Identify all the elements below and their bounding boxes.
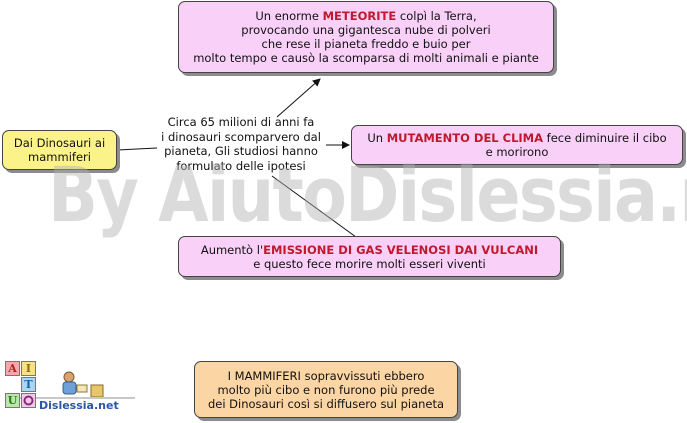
node-center-line-2: i dinosauri scomparvero dal: [161, 129, 321, 144]
logo-block-a: A: [5, 361, 20, 376]
node-title-line-1: Dai Dinosauri ai: [13, 136, 106, 150]
logo-art: [7, 371, 135, 399]
logo-block-u: U: [5, 393, 20, 408]
vulcani-text-pre: Aumentò l': [200, 242, 264, 257]
meteorite-keyword: METEORITE: [322, 9, 397, 23]
clima-keyword: MUTAMENTO DEL CLIMA: [386, 131, 544, 145]
node-clima[interactable]: Un MUTAMENTO DEL CLIMA fece diminuire il…: [351, 125, 683, 165]
node-meteorite-line-2: provocando una gigantesca nube di polver…: [241, 23, 491, 37]
node-center-line-3: pianeta, Gli studiosi hanno: [164, 144, 318, 158]
meteorite-text-pre: Un enorme: [255, 9, 323, 23]
logo-block-t: T: [21, 377, 36, 392]
node-vulcani[interactable]: Aumentò l'EMISSIONE DI GAS VELENOSI DAI …: [178, 236, 561, 277]
logo-block-i: I: [21, 361, 36, 376]
node-vulcani-line-1: Aumentò l'EMISSIONE DI GAS VELENOSI DAI …: [201, 243, 538, 257]
node-mammiferi-line-2: molto più cibo e non furono più prede: [217, 382, 435, 397]
node-meteorite-line-3: che rese il pianeta freddo e buio per: [261, 37, 471, 51]
node-clima-line-1: Un MUTAMENTO DEL CLIMA fece diminuire il…: [367, 131, 666, 145]
link-title-center: [116, 147, 158, 151]
clima-text-post: fece diminuire il cibo: [543, 131, 667, 145]
meteorite-text-post: colpì la Terra,: [396, 9, 477, 23]
node-title[interactable]: Dai Dinosauri ai mammiferi: [2, 130, 117, 170]
node-mammiferi[interactable]: I MAMMIFERI sopravvissuti ebbero molto p…: [194, 361, 458, 418]
logo-block-o: [21, 393, 36, 408]
node-clima-line-2: e morirono: [485, 145, 549, 159]
node-meteorite[interactable]: Un enorme METEORITE colpì la Terra, prov…: [178, 1, 554, 73]
logo-wordmark: Dislessia.net: [39, 399, 119, 412]
link-center-meteorite: [276, 78, 321, 118]
node-meteorite-line-4: molto tempo e causò la scomparsa di molt…: [193, 51, 539, 65]
logo-o-icon: [23, 395, 34, 406]
clima-text-pre: Un: [367, 131, 387, 145]
node-vulcani-line-2: e questo fece morire molti esseri vivent…: [253, 256, 486, 271]
node-center-line-4: formulato delle ipotesi: [176, 158, 306, 173]
aiutodislessia-logo: A I T U Dislessia.net: [3, 355, 137, 417]
link-center-vulcani: [271, 175, 357, 238]
node-center-line-1: Circa 65 milioni di anni fa: [167, 115, 315, 129]
node-center[interactable]: Circa 65 milioni di anni fa i dinosauri …: [150, 115, 332, 173]
vulcani-keyword: EMISSIONE DI GAS VELENOSI DAI VULCANI: [263, 242, 539, 257]
node-meteorite-line-1: Un enorme METEORITE colpì la Terra,: [255, 9, 476, 23]
node-mammiferi-line-1: I MAMMIFERI sopravvissuti ebbero: [227, 368, 425, 383]
node-title-line-2: mammiferi: [28, 150, 91, 164]
node-mammiferi-line-3: dei Dinosauri così si diffusero sul pian…: [207, 396, 445, 411]
